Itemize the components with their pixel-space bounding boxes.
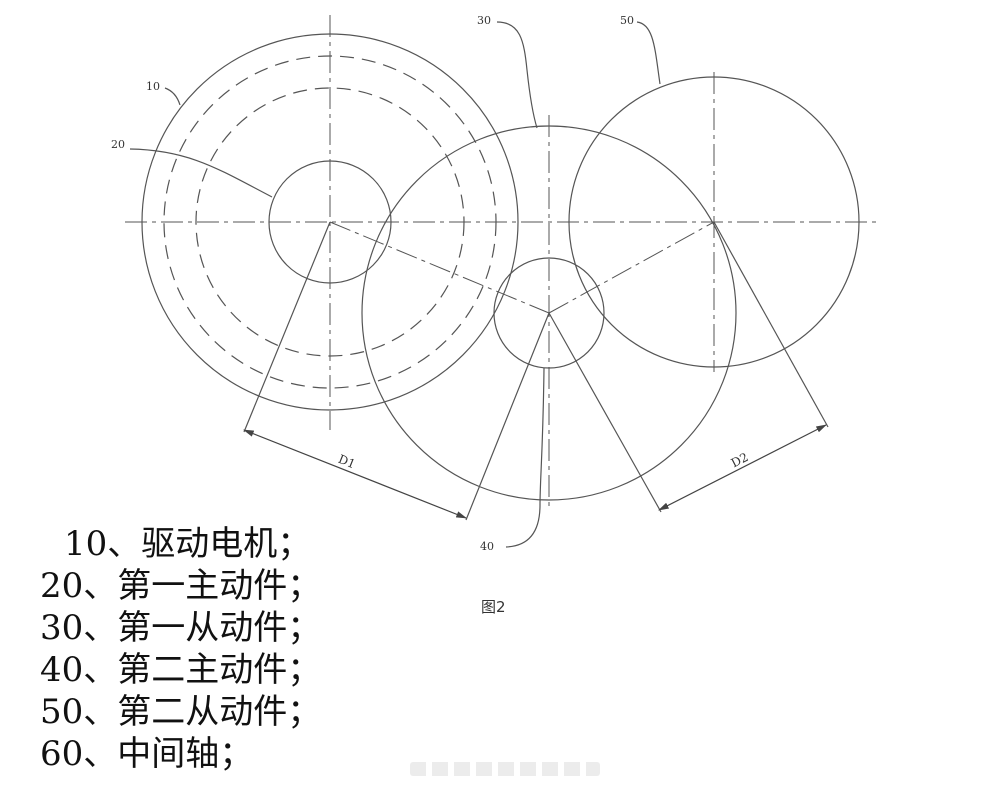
leader-30 bbox=[496, 21, 538, 129]
legend-item: 20、第一主动件； bbox=[40, 566, 322, 606]
watermark-bar bbox=[410, 762, 600, 776]
dimension-line-d2 bbox=[658, 424, 827, 511]
leader-10 bbox=[164, 87, 181, 106]
figure-caption: 图2 bbox=[481, 598, 506, 616]
legend-item: 60、中间轴； bbox=[40, 734, 254, 774]
extension-line-d1-left bbox=[243, 221, 331, 433]
centerline-diagonal-10-40 bbox=[329, 221, 550, 314]
label-10: 10 bbox=[146, 80, 160, 93]
dimension-label-d1: D1 bbox=[336, 452, 357, 471]
label-30: 30 bbox=[477, 14, 491, 27]
extension-line-d2-right bbox=[713, 221, 829, 428]
leader-20 bbox=[129, 148, 273, 198]
extension-line-d1-right bbox=[465, 312, 550, 521]
leader-50 bbox=[636, 21, 661, 85]
centerline-diagonal-40-50 bbox=[548, 221, 715, 314]
extension-line-d2-left bbox=[548, 312, 662, 513]
dimension-label-d2: D2 bbox=[729, 450, 751, 470]
label-50: 50 bbox=[620, 14, 634, 27]
component-legend: 10、驱动电机； 20、第一主动件； 30、第一从动件； 40、第二主动件； 5… bbox=[40, 523, 321, 775]
legend-item: 10、驱动电机； bbox=[64, 524, 312, 564]
legend-item: 40、第二主动件； bbox=[40, 650, 322, 690]
legend-item: 30、第一从动件； bbox=[40, 608, 322, 648]
legend-item: 50、第二从动件； bbox=[40, 692, 322, 732]
gear-train-diagram: 10 20 30 40 50 D1 D2 bbox=[111, 14, 878, 553]
label-40: 40 bbox=[480, 540, 494, 553]
label-20: 20 bbox=[111, 138, 125, 151]
leader-40 bbox=[505, 367, 545, 548]
dimension-line-d1 bbox=[242, 429, 468, 519]
